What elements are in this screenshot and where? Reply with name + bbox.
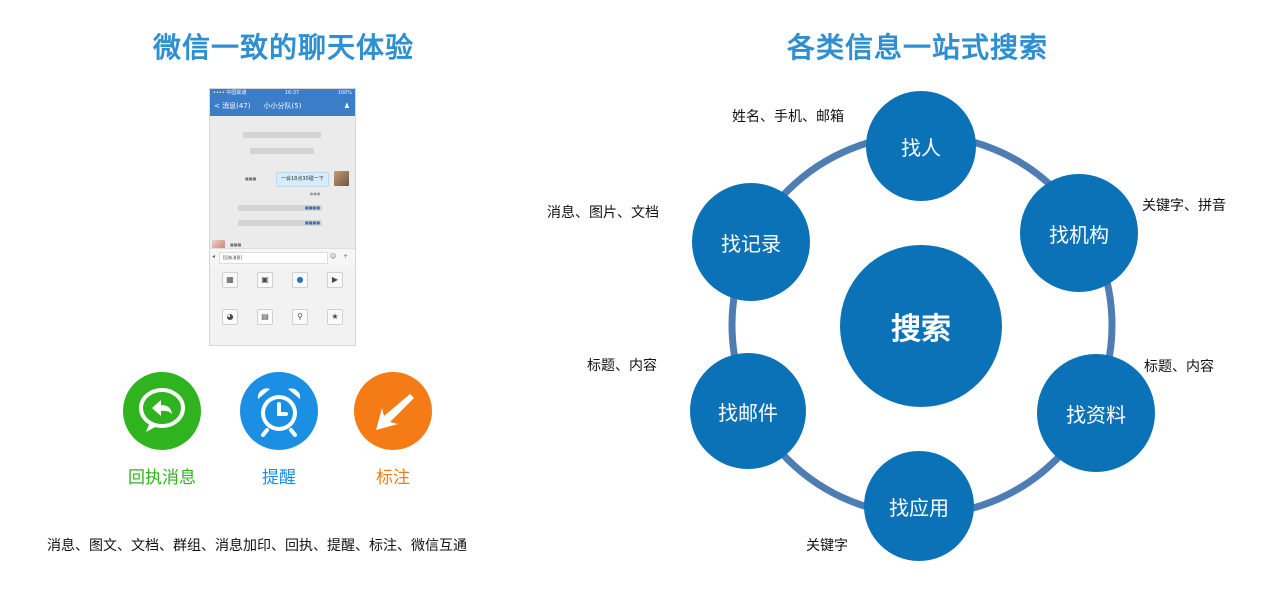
node-find-mail: 找邮件 — [690, 353, 806, 469]
status-carrier: •••• 中国联通 — [213, 90, 247, 96]
node-find-docs: 找资料 — [1037, 354, 1155, 472]
system-notice — [250, 148, 314, 154]
message-input[interactable]: [回执消息] — [219, 252, 328, 264]
plus-icon[interactable]: + — [343, 253, 349, 260]
message-reply-icon — [123, 372, 201, 450]
status-battery: 100% — [337, 90, 352, 96]
back-button[interactable]: < 消息(47) — [214, 102, 251, 110]
chat-title: 小小分队(5) — [263, 102, 302, 110]
note-find-mail: 标题、内容 — [587, 358, 657, 374]
grid-item[interactable]: ▦ — [212, 266, 248, 302]
note-find-record: 消息、图片、文档 — [547, 205, 659, 221]
feature-label-reply: 回执消息 — [128, 468, 196, 488]
note-find-app: 关键字 — [806, 538, 848, 554]
file-icon: ▤ — [257, 309, 273, 325]
node-find-app: 找应用 — [864, 451, 974, 561]
grid-item[interactable]: ⚲ — [282, 303, 318, 339]
phone-status-bar: •••• 中国联通 16:37 100% — [210, 89, 355, 97]
grid-item[interactable]: ★ — [317, 303, 353, 339]
read-receipt: ●●● — [310, 191, 321, 196]
location-icon: ⚲ — [292, 309, 308, 325]
feature-label-annotate: 标注 — [376, 468, 410, 488]
grid-item[interactable]: ▣ — [247, 266, 283, 302]
search-center-node: 搜索 — [840, 245, 1002, 407]
system-notice: ■■■■ — [238, 205, 322, 211]
phone-screenshot: •••• 中国联通 16:37 100% < 消息(47) 小小分队(5) ♟ … — [209, 88, 356, 346]
node-find-person: 找人 — [866, 91, 976, 201]
sender-name: ■■■ — [245, 176, 257, 181]
node-find-org: 找机构 — [1020, 174, 1138, 292]
avatar — [334, 171, 349, 186]
chat-bubble-me: 一会18点30碰一下 — [276, 172, 329, 187]
video-icon: ▶ — [327, 272, 343, 288]
sender-name: ■■■ — [230, 242, 242, 247]
feature-label-reminder: 提醒 — [262, 468, 296, 488]
system-notice: ■■■■ — [238, 220, 322, 226]
note-find-org: 关键字、拼音 — [1142, 198, 1226, 214]
feature-caption: 消息、图文、文档、群组、消息加印、回执、提醒、标注、微信互通 — [47, 538, 467, 554]
camera-icon: ▣ — [257, 272, 273, 288]
group-members-icon[interactable]: ♟ — [343, 102, 350, 110]
node-find-record: 找记录 — [692, 183, 810, 301]
grid-item[interactable]: ● — [282, 266, 318, 302]
grid-item[interactable]: ◕ — [212, 303, 248, 339]
voice-icon[interactable]: ◂ — [212, 253, 216, 260]
left-heading: 微信一致的聊天体验 — [153, 31, 415, 64]
emoji-icon[interactable]: ☺ — [330, 253, 337, 260]
note-find-person: 姓名、手机、邮箱 — [732, 109, 844, 125]
note-find-docs: 标题、内容 — [1144, 359, 1214, 375]
grid-item[interactable]: ▤ — [247, 303, 283, 339]
reply-icon: ● — [292, 272, 308, 288]
alarm-clock-icon — [240, 372, 318, 450]
right-heading: 各类信息一站式搜索 — [787, 31, 1049, 64]
grid-item[interactable]: ▶ — [317, 266, 353, 302]
image-icon: ▦ — [222, 272, 238, 288]
arrow-annotation-icon — [354, 372, 432, 450]
star-icon: ★ — [327, 309, 343, 325]
status-time: 16:37 — [284, 90, 300, 96]
attachment-panel: ▦ ▣ ● ▶ ◕ ▤ ⚲ ★ — [210, 266, 355, 345]
clock-icon: ◕ — [222, 309, 238, 325]
system-notice — [243, 132, 321, 138]
phone-nav-bar: < 消息(47) 小小分队(5) ♟ — [210, 97, 355, 116]
